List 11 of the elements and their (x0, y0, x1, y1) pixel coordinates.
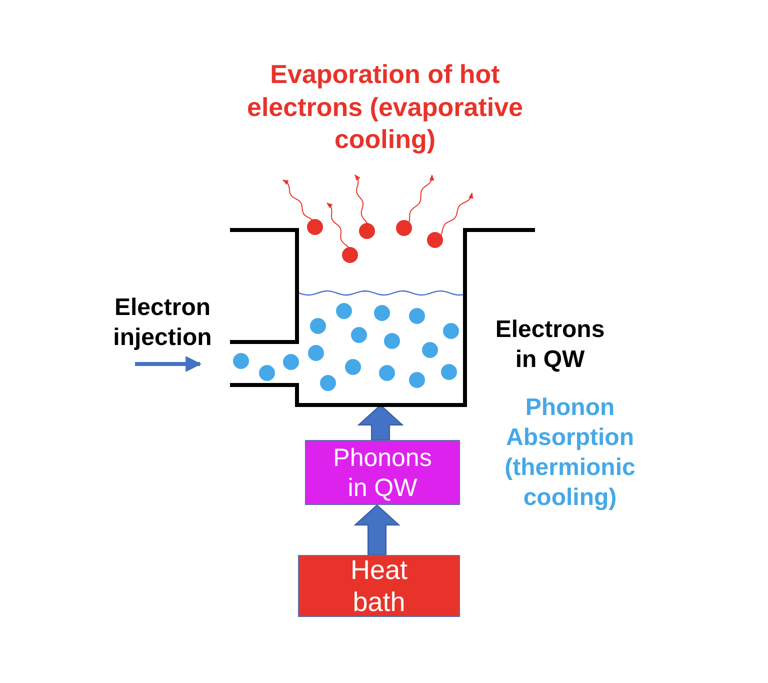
side-label: Electron injection (112, 293, 213, 353)
arrow (357, 404, 404, 440)
phonon-box (305, 440, 460, 505)
node-label: Heat bath (349, 554, 409, 618)
heat-bath-box (298, 555, 460, 617)
title-text: Evaporation of hot electrons (evaporative cooling) (246, 58, 524, 156)
node-label: Phonons in QW (332, 442, 433, 502)
side-label: Electrons in QW (494, 315, 606, 375)
arrow (354, 504, 400, 556)
arrow (135, 356, 202, 372)
side-label: Phonon Absorption (thermionic cooling) (504, 393, 636, 513)
